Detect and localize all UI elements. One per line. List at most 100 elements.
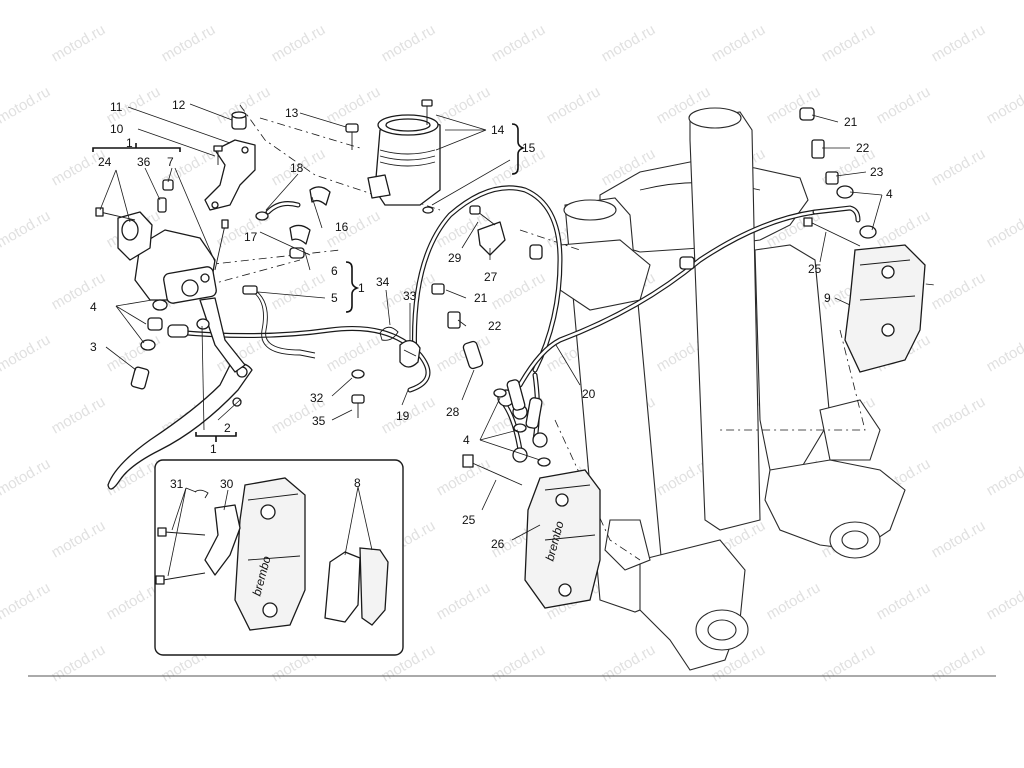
watermark-text: motod.ru	[984, 83, 1024, 127]
callout-25-left: 25	[462, 513, 476, 527]
callout-14: 14	[491, 123, 505, 137]
watermark-text: motod.ru	[489, 641, 549, 685]
callout-6: 6	[331, 264, 338, 278]
watermark-text: motod.ru	[324, 207, 384, 251]
callout-24: 24	[98, 155, 112, 169]
callout-12: 12	[172, 98, 186, 112]
callout-32: 32	[310, 391, 324, 405]
watermark-text: motod.ru	[434, 83, 494, 127]
watermark-text: motod.ru	[0, 0, 53, 3]
watermark-text: motod.ru	[929, 517, 989, 561]
callout-33: 33	[403, 289, 417, 303]
watermark-text: motod.ru	[874, 83, 934, 127]
group-braces	[92, 123, 526, 442]
callout-19: 19	[396, 409, 410, 423]
callout-20: 20	[582, 387, 596, 401]
callout-27: 27	[484, 270, 498, 284]
watermark-text: motod.ru	[434, 579, 494, 623]
watermark-text: motod.ru	[984, 579, 1024, 623]
callout-30: 30	[220, 477, 234, 491]
watermark-text: motod.ru	[544, 83, 604, 127]
callout-25-right: 25	[808, 262, 822, 276]
watermark-text: motod.ru	[489, 269, 549, 313]
watermark-text: motod.ru	[489, 21, 549, 65]
callout-9: 9	[824, 291, 831, 305]
watermark-text: motod.ru	[764, 0, 824, 3]
callout-22-mid: 22	[488, 319, 502, 333]
leader-lines	[99, 103, 883, 577]
callout-15: 15	[522, 141, 536, 155]
watermark-text: motod.ru	[0, 331, 53, 375]
watermark-text: motod.ru	[434, 331, 494, 375]
watermark-text: motod.ru	[434, 0, 494, 3]
brake-hoses	[172, 185, 861, 463]
front-fork-assembly	[559, 107, 906, 671]
callout-10: 10	[110, 122, 124, 136]
watermark-text: motod.ru	[324, 331, 384, 375]
watermark-text: motod.ru	[0, 455, 53, 499]
watermark-text: motod.ru	[709, 21, 769, 65]
watermark-text: motod.ru	[764, 579, 824, 623]
brake-fluid-reservoir	[255, 99, 441, 245]
right-brake-caliper	[844, 244, 926, 373]
callout-11: 11	[110, 100, 123, 114]
callout-26: 26	[491, 537, 505, 551]
caliper-inset-detail: brembo	[154, 459, 404, 656]
watermark-text: motod.ru	[379, 21, 439, 65]
watermark-text: motod.ru	[269, 21, 329, 65]
fittings-group	[431, 107, 877, 486]
callout-3: 3	[90, 340, 97, 354]
callout-4-mid: 4	[463, 433, 470, 447]
watermark-text: motod.ru	[104, 331, 164, 375]
callout-5: 5	[331, 291, 338, 305]
watermark-text: motod.ru	[324, 0, 384, 3]
watermark-text: motod.ru	[49, 269, 109, 313]
callout-29: 29	[448, 251, 462, 265]
callout-4-left: 4	[90, 300, 97, 314]
watermark-text: motod.ru	[49, 517, 109, 561]
watermark-text: motod.ru	[269, 269, 329, 313]
watermark-text: motod.ru	[984, 455, 1024, 499]
watermark-text: motod.ru	[929, 641, 989, 685]
callout-1-top: 1	[126, 136, 133, 150]
watermark-text: motod.ru	[104, 0, 164, 3]
watermark-text: motod.ru	[874, 579, 934, 623]
watermark-text: motod.ru	[49, 393, 109, 437]
watermark-text: motod.ru	[929, 393, 989, 437]
callout-2: 2	[224, 421, 231, 435]
watermark-text: motod.ru	[544, 0, 604, 3]
watermark-text: motod.ru	[49, 21, 109, 65]
watermark-text: motod.ru	[929, 21, 989, 65]
callout-1-bottom: 1	[210, 442, 217, 456]
left-brake-caliper: brembo	[524, 469, 601, 609]
watermark-text: motod.ru	[159, 21, 219, 65]
watermark-text: motod.ru	[819, 641, 879, 685]
watermark-text: motod.ru	[599, 641, 659, 685]
watermark-text: motod.ru	[764, 83, 824, 127]
callout-21-mid: 21	[474, 291, 488, 305]
callout-36: 36	[137, 155, 151, 169]
watermark-text: motod.ru	[929, 145, 989, 189]
callout-21-right: 21	[844, 115, 858, 129]
callout-28: 28	[446, 405, 460, 419]
watermark-text: motod.ru	[984, 331, 1024, 375]
callout-23: 23	[870, 165, 884, 179]
callout-22-right: 22	[856, 141, 870, 155]
watermark-text: motod.ru	[324, 83, 384, 127]
watermark-text: motod.ru	[599, 21, 659, 65]
watermark-text: motod.ru	[49, 641, 109, 685]
watermark-text: motod.ru	[984, 0, 1024, 3]
watermark-text: motod.ru	[654, 0, 714, 3]
callout-7: 7	[167, 155, 174, 169]
callout-35: 35	[312, 414, 326, 428]
callout-17: 17	[244, 230, 258, 244]
callout-16: 16	[335, 220, 349, 234]
callout-18: 18	[290, 161, 304, 175]
callout-4-right: 4	[886, 187, 893, 201]
callout-labels: 11 10 12 13 1 24 36 7 14 15 18 17 16 6 5…	[90, 98, 893, 551]
callout-34: 34	[376, 275, 390, 289]
hose-junction-parts	[351, 326, 421, 418]
callout-8: 8	[354, 476, 361, 490]
watermark-text: motod.ru	[0, 207, 53, 251]
